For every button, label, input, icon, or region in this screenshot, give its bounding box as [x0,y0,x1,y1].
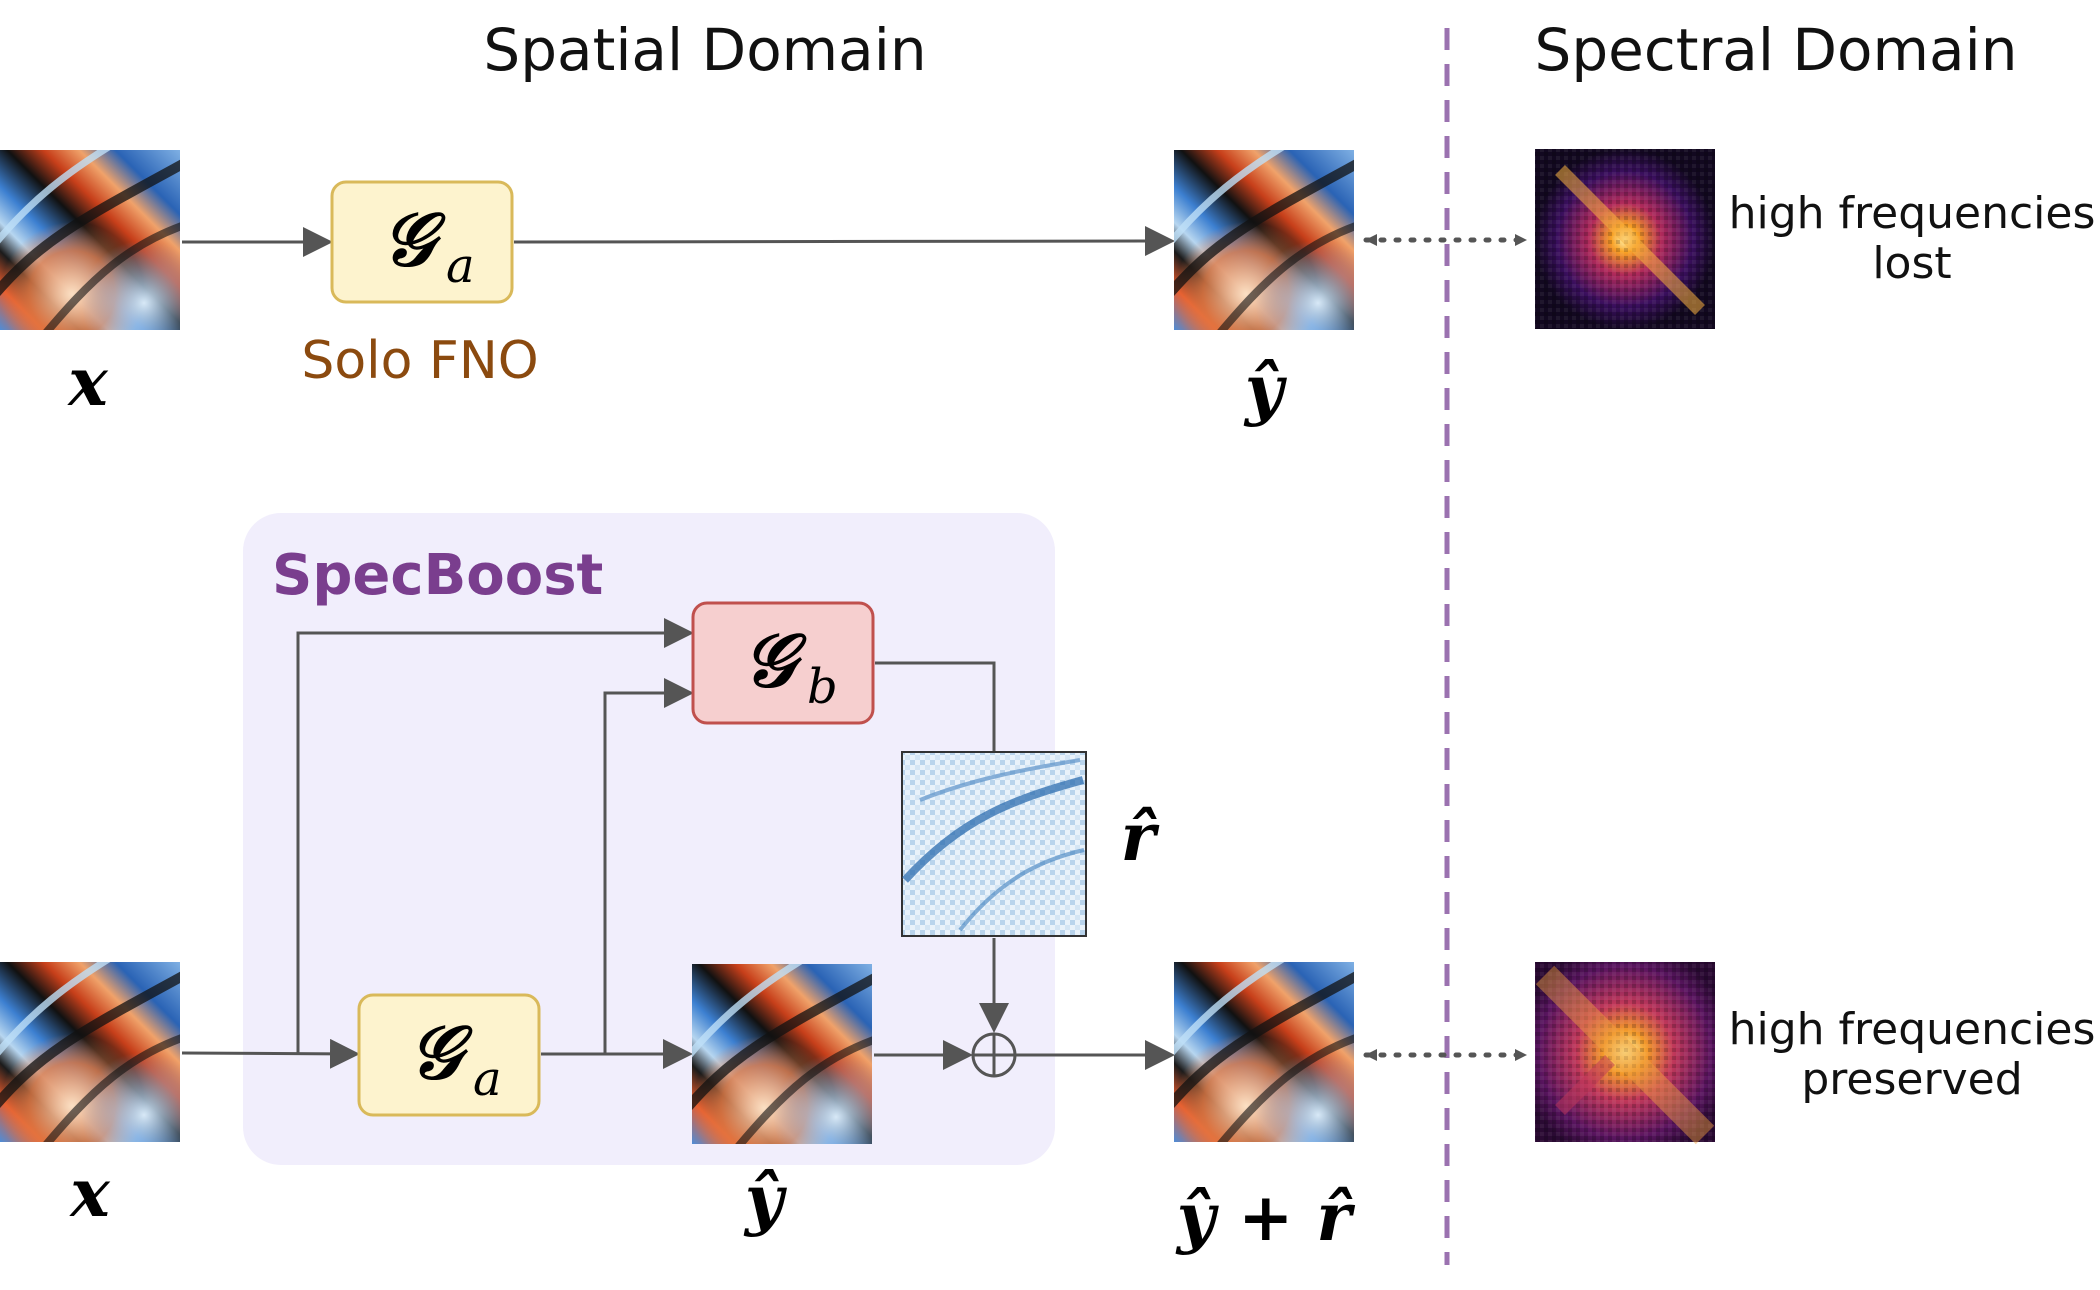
top-spectrum-caption-2: lost [1872,238,1951,289]
top-input-label: x [66,343,108,421]
bottom-gb-subscript: b [807,659,838,715]
bottom-input-field [0,952,200,1152]
top-spectrum [1535,149,1715,329]
bottom-spectrum [1535,962,1715,1145]
bottom-operator-gb: 𝒢 b [691,601,875,725]
specboost-title: SpecBoost [272,543,603,608]
bottom-input-label: x [68,1154,110,1232]
top-output-label: ŷ [1243,350,1288,428]
bottom-gb-to-residual [875,661,996,752]
bottom-spectrum-caption-1: high frequencies [1729,1004,2096,1055]
top-output-field [1164,140,1374,340]
top-ga-subscript: a [446,238,475,294]
top-operator-ga: 𝒢 a [330,180,514,304]
bottom-output-field [1164,952,1374,1152]
bottom-branch-yhat-to-gb [603,678,694,1054]
bottom-arrow-in [181,1038,360,1069]
bottom-mid-yhat-label: ŷ [743,1160,788,1238]
spectral-domain-header: Spectral Domain [1535,16,2018,84]
bottom-ga-subscript: a [473,1051,502,1107]
top-input-field [0,140,200,340]
residual-label: r̂ [1121,798,1160,876]
bottom-operator-ga: 𝒢 a [357,993,541,1117]
bottom-mid-yhat-field [682,954,892,1154]
spatial-domain-header: Spatial Domain [483,16,926,84]
bottom-output-label: ŷ + r̂ [1175,1178,1356,1256]
bottom-branch-x-to-gb [296,618,694,1053]
top-spectrum-caption-1: high frequencies [1729,188,2096,239]
bottom-spectrum-caption-2: preserved [1801,1054,2022,1105]
top-arrow-2 [513,226,1175,257]
solo-fno-caption: Solo FNO [301,331,538,391]
sum-node [971,1032,1017,1078]
residual-field [901,751,1087,937]
